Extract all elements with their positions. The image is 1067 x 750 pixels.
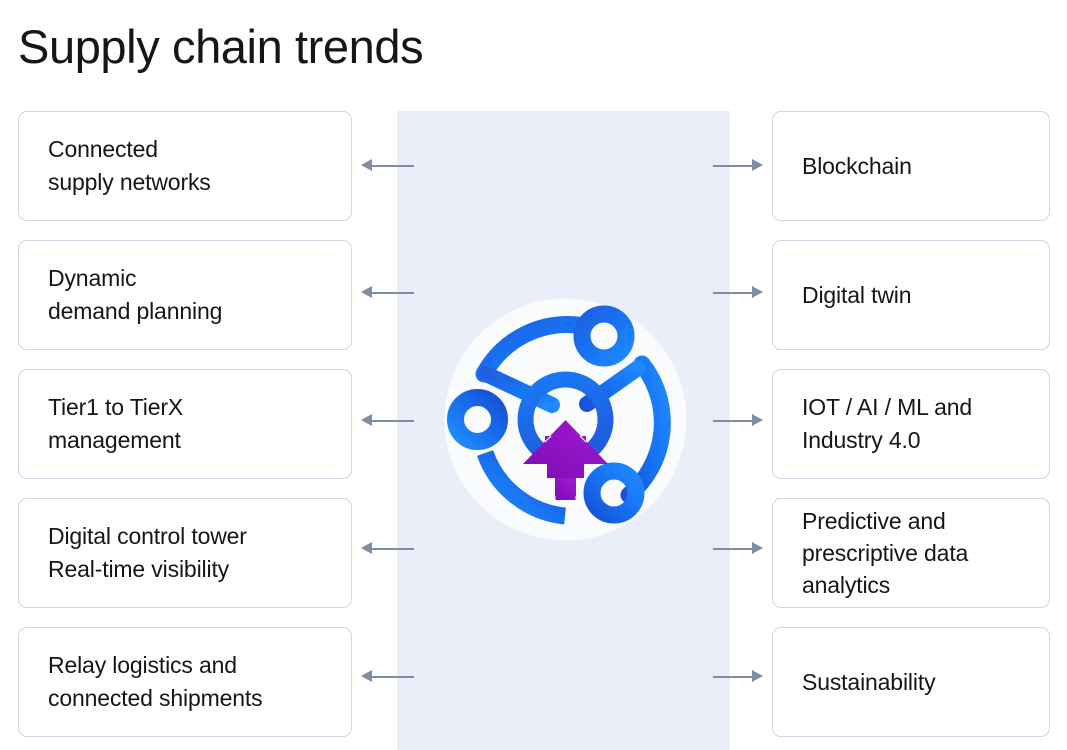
arrow-head-left-5-icon — [361, 670, 372, 682]
trend-box-blockchain[interactable]: Blockchain — [772, 111, 1050, 221]
supply-chain-network-icon — [424, 278, 707, 561]
trend-box-relay-logistics[interactable]: Relay logistics and connected shipments — [18, 627, 352, 737]
trend-label: Digital control tower Real-time visibili… — [48, 523, 247, 582]
trend-box-dynamic-demand-planning[interactable]: Dynamic demand planning — [18, 240, 352, 350]
trend-box-digital-control-tower[interactable]: Digital control tower Real-time visibili… — [18, 498, 352, 608]
left-trend-column: Connected supply networks Dynamic demand… — [18, 111, 352, 737]
trend-label: Tier1 to TierX management — [48, 394, 184, 453]
trend-label: Dynamic demand planning — [48, 265, 223, 324]
trend-label: Digital twin — [802, 281, 912, 308]
trend-box-connected-supply-networks[interactable]: Connected supply networks — [18, 111, 352, 221]
trend-box-iot-ai-ml-industry40[interactable]: IOT / AI / ML and Industry 4.0 — [772, 369, 1050, 479]
trend-label: Sustainability — [802, 668, 936, 695]
trend-box-digital-twin[interactable]: Digital twin — [772, 240, 1050, 350]
trend-label: Relay logistics and connected shipments — [48, 652, 263, 711]
page-title: Supply chain trends — [18, 20, 424, 73]
arrow-head-right-5-icon — [752, 670, 763, 682]
trend-label: Connected supply networks — [48, 136, 211, 195]
right-trend-column: Blockchain Digital twin IOT / AI / ML an… — [772, 111, 1050, 737]
trend-label: Predictive and prescriptive data analyti… — [802, 508, 969, 598]
arrow-head-right-1-icon — [752, 159, 763, 171]
trend-label: Blockchain — [802, 152, 912, 179]
arrow-head-left-4-icon — [361, 542, 372, 554]
trend-box-tier1-to-tierx-management[interactable]: Tier1 to TierX management — [18, 369, 352, 479]
arrow-head-left-2-icon — [361, 286, 372, 298]
arrow-head-left-3-icon — [361, 414, 372, 426]
arrow-head-right-3-icon — [752, 414, 763, 426]
arrow-head-right-4-icon — [752, 542, 763, 554]
arrow-head-left-1-icon — [361, 159, 372, 171]
trend-box-predictive-prescriptive-analytics[interactable]: Predictive and prescriptive data analyti… — [772, 498, 1050, 608]
trend-label: IOT / AI / ML and Industry 4.0 — [802, 394, 973, 453]
trend-box-sustainability[interactable]: Sustainability — [772, 627, 1050, 737]
arrow-head-right-2-icon — [752, 286, 763, 298]
